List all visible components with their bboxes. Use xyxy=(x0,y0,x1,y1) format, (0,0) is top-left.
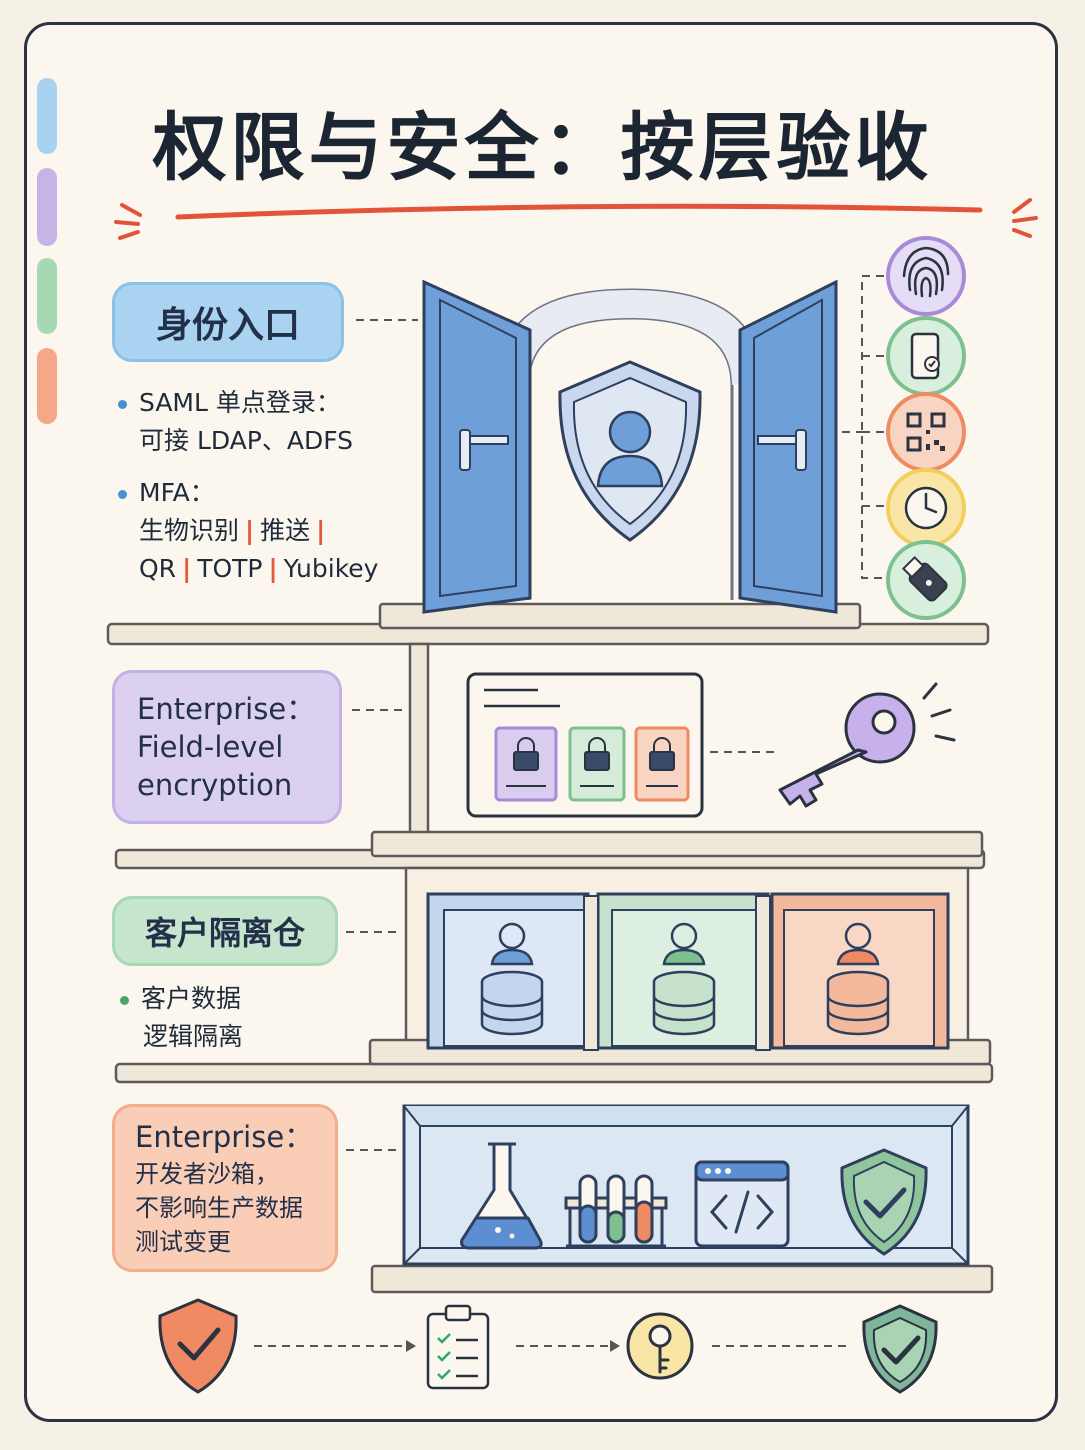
mfa-item-push: 推送 xyxy=(260,516,311,545)
usb-key-icon xyxy=(886,540,966,620)
flow-shield-check-icon-green xyxy=(862,1304,938,1394)
sandbox-label-line-3: 不影响生产数据 xyxy=(135,1194,303,1222)
mfa-item-qr: QR xyxy=(139,554,177,583)
fingerprint-icon xyxy=(886,236,966,316)
sandbox-glass-box xyxy=(402,1104,970,1266)
identity-details: SAML 单点登录： 可接 LDAP、ADFS MFA： 生物识别|推送| QR… xyxy=(118,384,378,588)
separator: | xyxy=(268,554,278,583)
user-database-icon-green xyxy=(652,922,716,1036)
saml-line-2: 可接 LDAP、ADFS xyxy=(139,426,354,455)
bullet-dot xyxy=(118,489,127,499)
side-tab-orange xyxy=(37,348,57,424)
user-database-icon-orange xyxy=(826,922,890,1036)
isolation-desc-line-1: 客户数据 xyxy=(141,984,242,1013)
sandbox-label: Enterprise： 开发者沙箱， 不影响生产数据 测试变更 xyxy=(112,1104,338,1272)
phone-icon xyxy=(886,316,966,396)
side-tab-blue xyxy=(37,78,57,154)
identity-label: 身份入口 xyxy=(112,282,344,362)
mfa-item-yubikey: Yubikey xyxy=(283,554,379,583)
page-title: 权限与安全：按层验收 xyxy=(152,105,933,191)
encryption-label-line-2: Field-level xyxy=(137,730,284,764)
separator: | xyxy=(316,516,326,545)
sandbox-label-line-4: 测试变更 xyxy=(135,1228,231,1256)
separator: | xyxy=(182,554,192,583)
key-icon xyxy=(778,682,956,808)
mfa-items-line-2: QR|TOTP|Yubikey xyxy=(118,550,378,588)
shield-check-icon-sandbox xyxy=(840,1148,928,1256)
encrypted-fields-card xyxy=(466,672,704,818)
isolation-label: 客户隔离仓 xyxy=(112,896,338,966)
identity-gate xyxy=(422,279,838,614)
bullet-dot xyxy=(118,399,127,409)
flow-key-icon xyxy=(626,1312,694,1380)
isolation-details: 客户数据 逻辑隔离 xyxy=(120,980,243,1056)
encryption-label-line-1: Enterprise： xyxy=(137,692,316,726)
mfa-title: MFA： xyxy=(139,478,215,507)
user-database-icon-blue xyxy=(480,922,544,1036)
clock-icon xyxy=(886,468,966,548)
saml-line-1: SAML 单点登录： xyxy=(139,388,341,417)
encryption-label: Enterprise： Field-level encryption xyxy=(112,670,342,824)
mfa-item-biometric: 生物识别 xyxy=(139,516,240,545)
encryption-label-line-3: encryption xyxy=(137,768,293,802)
sandbox-label-line-1: Enterprise： xyxy=(135,1120,314,1154)
side-tab-purple xyxy=(37,168,57,246)
qr-code-icon xyxy=(886,392,966,472)
accent-marks-right xyxy=(1012,198,1038,238)
side-tab-green xyxy=(37,258,57,334)
bullet-dot xyxy=(120,995,129,1005)
test-tubes-icon xyxy=(564,1174,668,1248)
sandbox-label-line-2: 开发者沙箱， xyxy=(135,1160,279,1188)
mfa-item-totp: TOTP xyxy=(197,554,263,583)
flask-icon xyxy=(460,1142,543,1250)
isolation-desc-line-2: 逻辑隔离 xyxy=(143,1022,244,1051)
separator: | xyxy=(245,516,255,545)
mfa-items-line-1: 生物识别|推送| xyxy=(118,512,378,550)
flow-shield-check-icon-red xyxy=(158,1298,238,1394)
flow-clipboard-checklist-icon xyxy=(426,1304,490,1390)
code-window-icon xyxy=(694,1160,790,1248)
accent-marks-left xyxy=(114,203,142,240)
